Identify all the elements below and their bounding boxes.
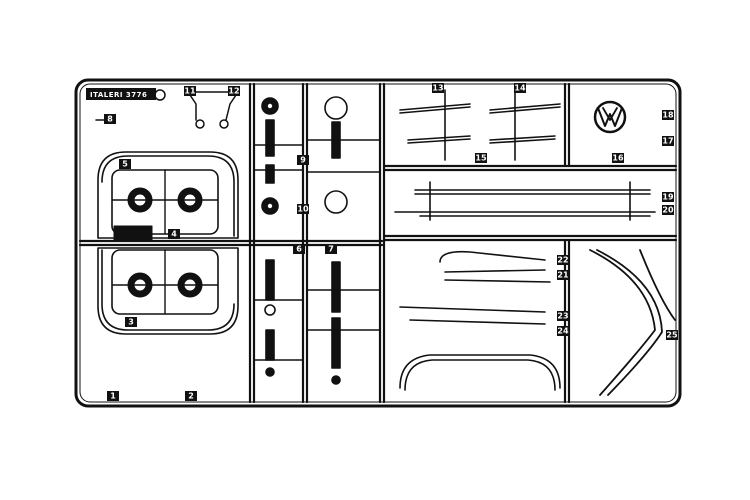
long-rails	[394, 181, 656, 221]
part-number-label: 19	[662, 193, 674, 202]
wiper-parts	[399, 89, 561, 161]
part-number-label: 7	[328, 245, 334, 254]
part-number-label: 15	[475, 154, 487, 163]
part-number-tag	[557, 326, 569, 336]
part-number-label: 12	[228, 87, 239, 96]
part-number-label: 25	[666, 331, 678, 340]
part-number-tag	[514, 83, 526, 93]
part-number-label: 3	[128, 318, 134, 327]
part-number-tag	[185, 391, 197, 401]
part-number-label: 18	[662, 111, 674, 120]
part-number-tag	[168, 229, 180, 239]
part-number-tag	[557, 270, 569, 280]
curved-frame	[589, 249, 676, 396]
black-block-part	[113, 225, 153, 241]
vw-logo	[593, 100, 627, 134]
part-number-tag	[557, 255, 569, 265]
part-number-tag	[666, 330, 678, 340]
part-number-label: 17	[662, 137, 673, 146]
part-number-label: 9	[300, 156, 306, 165]
part-number-tag	[662, 110, 674, 120]
maker-plate-text: ITALERI 3776	[90, 91, 147, 99]
part-number-tag	[662, 192, 674, 202]
part-number-label: 16	[612, 154, 624, 163]
part-number-label: 22	[557, 256, 568, 265]
maker-plate	[86, 88, 156, 100]
sprue-frame-inner	[79, 83, 677, 403]
ejector-mark	[154, 89, 166, 101]
part-number-tag	[125, 317, 137, 327]
part-number-label: 21	[557, 271, 569, 280]
part-number-label: 11	[184, 87, 196, 96]
part-number-label: 20	[662, 206, 674, 215]
part-number-tag	[662, 136, 674, 146]
part-number-label: 23	[557, 312, 568, 321]
column-3-parts	[306, 96, 381, 385]
part-number-tag	[325, 244, 337, 254]
part-number-tag	[297, 155, 309, 165]
part-number-label: 1	[110, 392, 116, 401]
bumper-parts	[399, 250, 561, 391]
part-number-label: 8	[107, 115, 113, 124]
part-number-label: 6	[296, 245, 302, 254]
part-number-tag	[612, 153, 624, 163]
wheels	[111, 169, 219, 315]
part-number-tag	[432, 83, 444, 93]
runner-grid	[78, 82, 678, 404]
sprue-frame-outer	[74, 78, 682, 408]
part-number-tag	[557, 311, 569, 321]
part-number-label: 24	[557, 327, 569, 336]
part-number-tag	[228, 86, 240, 96]
part-number-label: 13	[432, 84, 443, 93]
part-number-tag	[119, 159, 131, 169]
part-number-tag	[662, 205, 674, 215]
part-number-tag	[293, 244, 305, 254]
part-number-label: 4	[171, 230, 177, 239]
part-number-label: 10	[297, 205, 309, 214]
part-number-tag	[475, 153, 487, 163]
part-number-tag	[184, 86, 196, 96]
column-parts	[253, 97, 304, 377]
part-number-tag	[104, 114, 116, 124]
wheel-bays	[97, 151, 239, 335]
part-number-tag	[297, 204, 309, 214]
part-number-label: 2	[188, 392, 194, 401]
part-number-label: 5	[122, 160, 128, 169]
part-number-tag	[107, 391, 119, 401]
part-number-label: 14	[514, 84, 526, 93]
